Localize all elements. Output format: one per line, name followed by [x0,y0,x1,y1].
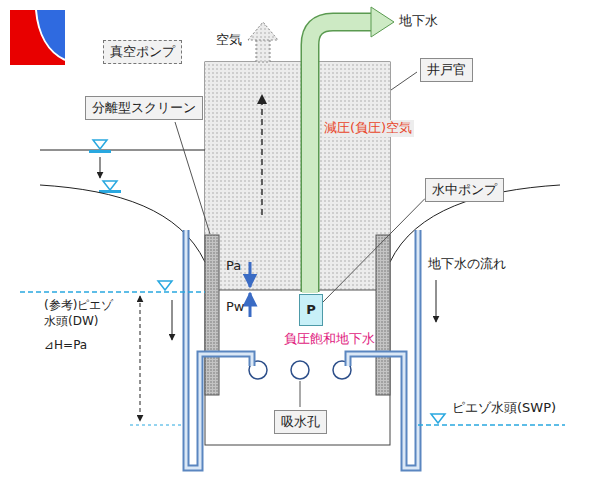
logo-red [10,10,65,65]
air-arrow-head [248,22,278,40]
water-level-mark [93,140,107,149]
screen [205,235,219,395]
hole-label-box: 吸水孔 [274,410,327,434]
swp-level-line [418,424,565,426]
leader-line [300,381,301,407]
node-text: 真空ポンプ [110,43,175,61]
piezometer-tube [186,230,252,468]
text-label: 地下水 [399,13,438,30]
discharge-arrow-head [371,7,394,37]
node-text: 吸水孔 [281,413,320,431]
screen [376,235,390,395]
logo-curve [36,10,65,60]
dimension-line [140,296,141,421]
discharge-pipe [310,22,373,293]
leader-line [391,72,417,90]
ground-line [40,150,205,151]
text-label: (参考)ピエゾ 水頭(DW) [44,298,124,329]
water-level-mark [431,414,445,423]
piezometer-tube [186,230,252,468]
node-text: P [306,301,316,319]
air-flow-arrow [261,95,263,215]
water-level-mark [103,181,117,190]
pressure-arrow [249,293,252,317]
text-label: ⊿H=Pa [44,338,87,354]
drawdown-arrow [100,157,101,178]
leader-line [175,122,210,234]
swp-level-line [130,425,182,426]
text-label: 空気 [216,32,242,49]
drawdown-curve [40,185,205,262]
casing-label-box: 井戸官 [420,58,473,82]
text-label: 減圧(負圧)空気 [322,120,414,137]
logo [9,9,66,66]
negative-pressure-air [205,62,390,290]
discharge-pipe [310,22,372,292]
node-text: 分離型スクリーン [92,99,196,117]
dw-level-line [20,291,205,293]
node-text: 井戸官 [427,61,466,79]
text-label: ピエゾ水頭(SWP) [452,400,556,417]
leader-line [323,199,425,302]
text-label: Pw [226,299,244,316]
flow-arrow [436,280,437,322]
pressure-arrow [249,262,252,287]
water-surface [205,290,390,291]
water-level-bar [89,150,111,153]
text-label: 地下水の流れ [428,256,506,273]
text-label: Pa [226,258,241,275]
text-label: 負圧飽和地下水 [284,331,375,348]
flow-arrow [172,300,173,340]
pump-box: P [299,294,323,326]
pump-label-box: 真空ポンプ [103,40,182,64]
air-arrow [256,38,270,62]
screen-label-box: 分離型スクリーン [85,96,203,120]
water-level-mark [158,281,172,290]
water-level-bar [99,190,121,193]
intake-hole [291,361,309,379]
node-text: 水中ポンプ [432,181,497,199]
pump-label-box: 水中ポンプ [425,178,504,202]
